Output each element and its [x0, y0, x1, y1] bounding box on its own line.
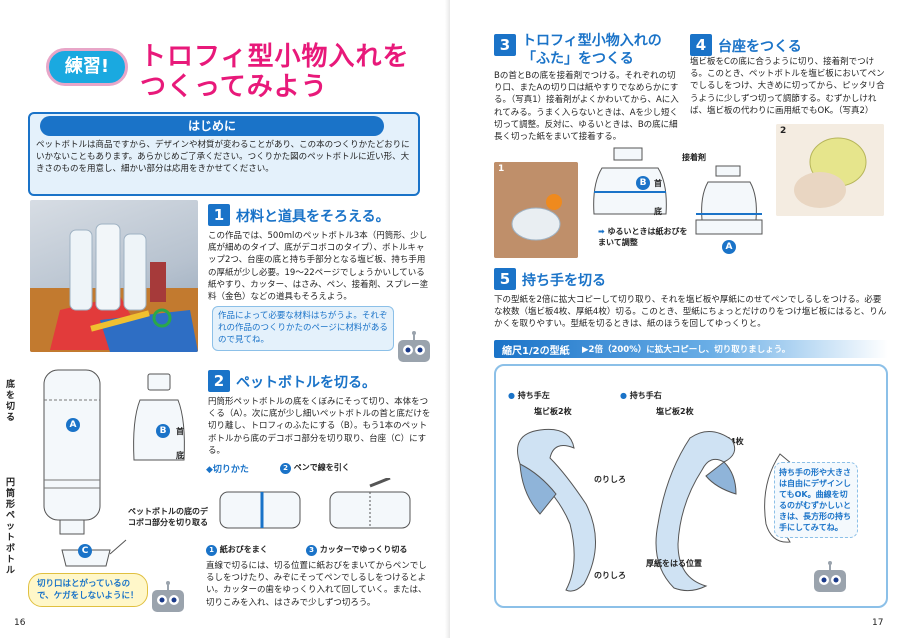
- section3-text: Bの首とBの底を接着剤でつける。それぞれの切り口、またAの切り口は紙やすりでなめ…: [494, 71, 679, 143]
- section2-number: 2: [208, 370, 230, 392]
- handle-shapes: [517, 428, 793, 592]
- body-label-A: A: [722, 240, 736, 254]
- template-note: ▶2倍（200%）に拡大コピーし、切り取りましょう。: [582, 345, 791, 355]
- robot-icon: [396, 330, 432, 368]
- body-diagram: [695, 165, 763, 235]
- cut-step2: 2 ペンで線を引く: [280, 462, 350, 474]
- handle-right-dot: ●: [620, 391, 627, 400]
- materials-photo: [30, 200, 198, 352]
- template-bar: [494, 340, 888, 358]
- label-A: A: [66, 418, 80, 432]
- label-C: C: [78, 544, 92, 558]
- handle-right-label: ● 持ち手右: [620, 390, 662, 401]
- warning-bubble: 切り口はとがっているので、ケガをしないように！: [28, 573, 148, 607]
- step2-circle: 2: [280, 463, 291, 474]
- step3-circle: 3: [306, 545, 317, 556]
- photo-1: [494, 162, 578, 258]
- glue-label: 接着剤: [682, 153, 706, 162]
- section4-number: 4: [690, 34, 712, 56]
- cut-method-heading: ◆切りかた: [206, 465, 249, 475]
- section1-number: 1: [208, 204, 230, 226]
- step3-text: カッターでゆっくり切る: [319, 545, 408, 554]
- section5-number: 5: [494, 268, 516, 290]
- handle-right-pvc: 塩ビ板2枚: [656, 407, 694, 416]
- intro-text: ペットボトルは商品ですから、デザインや材質が変わることがあり、この本のつくりかた…: [36, 140, 410, 175]
- label-deco-cut: ペットボトルの底のデコボコ部分を切り取る: [128, 507, 208, 527]
- cut-step3: 3 カッターでゆっくり切る: [306, 544, 407, 556]
- photo-2-illustration: [776, 124, 884, 216]
- glue-margin-2: のりしろ: [594, 571, 626, 580]
- intro-heading-bar: はじめに: [40, 116, 384, 136]
- section1-note: 作品によって必要な材料はちがうよ。それぞれの作品のつくりかたのページに材料がある…: [212, 306, 394, 351]
- lid-label-base: 底: [654, 207, 662, 216]
- free-design-note: 持ち手の形や大きさは自由にデザインしてもOK。曲線を切るのがむずかしいときは、長…: [774, 462, 858, 538]
- section2-title: ペットボトルを切る。: [236, 375, 376, 391]
- photo-2-number: 2: [780, 126, 787, 136]
- materials-illustration: [30, 223, 198, 352]
- robot-icon-right: [812, 560, 848, 598]
- page-number-left: 16: [14, 618, 26, 628]
- left-page: 練習! トロフィ型小物入れを つくってみよう はじめに ペットボトルは商品ですか…: [6, 42, 432, 628]
- bottle-diagram: [43, 369, 185, 567]
- section4-text: 塩ビ板をCの底に合うように切り、接着剤でつける。このとき、ペットボトルを塩ビ板に…: [690, 57, 885, 116]
- section3-number: 3: [494, 34, 516, 56]
- handle-left-label: ● 持ち手左: [508, 390, 550, 401]
- section5-text: 下の型紙を2倍に拡大コピーして切り取り、それを塩ビ板や厚紙にのせてペンでしるしを…: [494, 295, 887, 330]
- label-base: 底: [176, 451, 184, 460]
- page-title-line1: トロフィ型小物入れを: [140, 42, 410, 72]
- arrow-down-icon: ➡: [598, 227, 605, 236]
- photo-1-illustration: [494, 162, 578, 258]
- handle-left-dot: ●: [508, 391, 515, 400]
- photo-2: [776, 124, 884, 216]
- handle-left-text: 持ち手左: [517, 391, 550, 400]
- lid-label-B: B: [636, 176, 650, 190]
- cut-text: 直線で切るには、切る位置に紙おびをまいてからペンでしるしをつけたり、みぞにそって…: [206, 561, 427, 608]
- label-neck: 首: [176, 427, 184, 436]
- step1-text: 紙おびをまく: [219, 545, 268, 554]
- right-page: 3 トロフィ型小物入れの 「ふた」をつくる Bの首とBの底を接着剤でつける。それ…: [450, 0, 900, 638]
- page-number-right: 17: [872, 618, 884, 628]
- step2-text: ペンで線を引く: [293, 463, 350, 472]
- section3-title-line1: トロフィ型小物入れの: [522, 33, 662, 49]
- label-cylinder-bottle: 円筒形ペットボトル: [6, 478, 16, 576]
- handle-left-pvc: 塩ビ板2枚: [534, 407, 572, 416]
- section5-title: 持ち手を切る: [522, 273, 606, 289]
- section3-title-line2: 「ふた」をつくる: [522, 51, 634, 67]
- section1-text: この作品では、500mlのペットボトル3本（円筒形、少し底が細めのタイプ、底がデ…: [208, 231, 429, 303]
- intro-heading: はじめに: [187, 119, 236, 133]
- lid-label-neck: 首: [654, 179, 662, 188]
- section4-title: 台座をつくる: [718, 39, 802, 55]
- robot-icon-bottom: [150, 580, 186, 618]
- practice-badge: 練習!: [46, 48, 128, 86]
- glue-margin-1: のりしろ: [594, 475, 626, 484]
- label-B: B: [156, 424, 170, 438]
- cutting-illustration: [219, 478, 411, 529]
- photo-1-number: 1: [498, 164, 505, 174]
- label-bottom-cut: 底を切る: [6, 380, 16, 423]
- step1-circle: 1: [206, 545, 217, 556]
- page-title-line2: つくってみよう: [140, 72, 328, 102]
- practice-badge-text: 練習!: [64, 56, 110, 77]
- loose-note-text: ゆるいときは紙おびをまいて調整: [598, 227, 688, 247]
- loose-note: ➡ ゆるいときは紙おびをまいて調整: [598, 226, 692, 248]
- cut-step1: 1 紙おびをまく: [206, 544, 268, 556]
- thick-paper-position: 厚紙をはる位置: [646, 559, 702, 568]
- section1-title: 材料と道具をそろえる。: [236, 209, 390, 225]
- section2-text: 円筒形ペットボトルの底をくぼみにそって切り、本体をつくる（A）。次に底が少し細い…: [208, 397, 431, 456]
- handle-right-text: 持ち手右: [629, 391, 662, 400]
- template-title: 縮尺1/2の型紙: [502, 346, 570, 357]
